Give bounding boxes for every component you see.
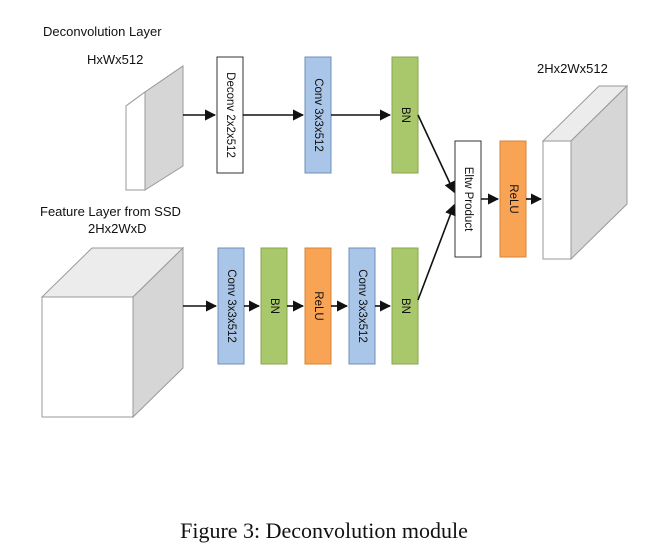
feature-layer-label: Feature Layer from SSD	[40, 204, 181, 219]
top-bn-block: BN	[391, 56, 419, 174]
cube-front-face	[41, 296, 134, 418]
feature-layer-cube	[40, 246, 185, 419]
output-dims-label: 2Hx2Wx512	[537, 61, 608, 76]
eltw-product-block: Eltw Product	[454, 140, 482, 258]
feature-dims-label: 2Hx2WxD	[88, 221, 147, 236]
cube-front-face	[125, 91, 146, 191]
bottom-conv2-label: Conv 3x3x512	[356, 269, 368, 343]
cube-side-face	[144, 65, 184, 191]
bottom-relu-block: ReLU	[304, 247, 332, 365]
bottom-bn1-block: BN	[260, 247, 288, 365]
bottom-conv2-block: Conv 3x3x512	[348, 247, 376, 365]
arrow-top-bn-to-eltw	[417, 114, 455, 194]
bottom-bn1-label: BN	[268, 298, 280, 314]
cube-front-face	[542, 140, 572, 260]
deconv-block: Deconv 2x2x512	[216, 56, 244, 174]
bottom-bn2-block: BN	[391, 247, 419, 365]
top-conv-block-label: Conv 3x3x512	[312, 78, 324, 152]
deconv-input-cube	[125, 65, 184, 191]
bottom-relu-label: ReLU	[312, 291, 324, 320]
cube-side-face	[132, 246, 184, 419]
deconv-dims-label: HxWx512	[87, 52, 143, 67]
cube-side-face	[570, 84, 628, 261]
merge-relu-label: ReLU	[507, 184, 519, 213]
merge-relu-block: ReLU	[499, 140, 527, 258]
eltw-product-label: Eltw Product	[462, 167, 474, 232]
top-conv-block: Conv 3x3x512	[304, 56, 332, 174]
bottom-conv1-block: Conv 3x3x512	[217, 247, 245, 365]
figure-caption: Figure 3: Deconvolution module	[180, 518, 468, 543]
bottom-bn2-label: BN	[399, 298, 411, 314]
deconv-block-label: Deconv 2x2x512	[224, 72, 236, 158]
deconv-layer-label: Deconvolution Layer	[43, 24, 162, 39]
top-bn-block-label: BN	[399, 107, 411, 123]
output-cube	[541, 84, 629, 261]
arrow-bottom-bn-to-eltw	[417, 203, 456, 301]
bottom-conv1-label: Conv 3x3x512	[225, 269, 237, 343]
